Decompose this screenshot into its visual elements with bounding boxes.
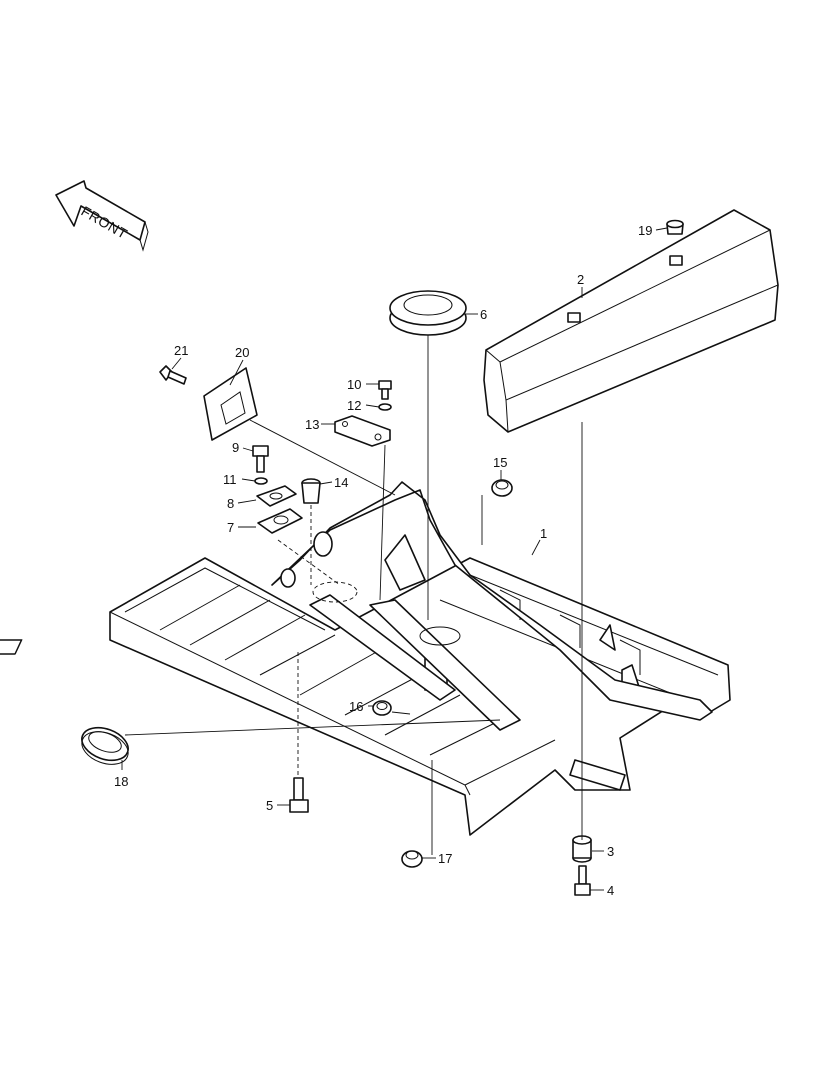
bushing-17 xyxy=(401,850,423,868)
callout-8: 8 xyxy=(227,496,234,511)
bracket-13 xyxy=(334,415,391,447)
bolt-9 xyxy=(252,445,269,473)
boom-bracket xyxy=(271,481,713,731)
bushing-15 xyxy=(491,479,513,497)
counterweight xyxy=(483,209,779,433)
washer-11 xyxy=(254,477,268,485)
callout-6: 6 xyxy=(480,307,487,322)
callout-5: 5 xyxy=(266,798,273,813)
callout-20: 20 xyxy=(235,345,249,360)
mount-outline xyxy=(312,581,358,603)
grommet-18 xyxy=(81,726,129,765)
callout-15: 15 xyxy=(493,455,507,470)
callout-numbers: 1 2 3 4 5 6 7 8 9 10 11 12 13 14 15 16 1… xyxy=(114,223,652,898)
leader-lines xyxy=(124,335,583,855)
callout-1: 1 xyxy=(540,526,547,541)
bolt-10 xyxy=(378,380,392,400)
cover-disc xyxy=(389,290,467,336)
callout-17: 17 xyxy=(438,851,452,866)
flange-8 xyxy=(256,485,297,507)
callout-19: 19 xyxy=(638,223,652,238)
callout-10: 10 xyxy=(347,377,361,392)
washer-12 xyxy=(378,403,392,411)
callout-11: 11 xyxy=(223,472,237,487)
bolt-21 xyxy=(159,365,187,385)
callout-leaders xyxy=(121,227,668,891)
spacer-3 xyxy=(572,835,592,863)
assembly-line-flange xyxy=(277,539,341,586)
plug-19 xyxy=(666,219,684,235)
callout-12: 12 xyxy=(347,398,361,413)
callout-16: 16 xyxy=(349,699,363,714)
callout-2: 2 xyxy=(577,272,584,287)
bushing-16 xyxy=(372,700,392,716)
callout-18: 18 xyxy=(114,774,128,789)
flange-7 xyxy=(257,508,303,534)
front-direction-arrow: FRONT xyxy=(55,180,149,252)
bolt-5 xyxy=(289,777,309,813)
callout-4: 4 xyxy=(607,883,614,898)
callout-14: 14 xyxy=(334,475,348,490)
bolt-4 xyxy=(574,865,591,896)
plate-20 xyxy=(203,367,258,441)
callout-7: 7 xyxy=(227,520,234,535)
callout-13: 13 xyxy=(305,417,319,432)
pin-14 xyxy=(301,478,321,504)
callout-9: 9 xyxy=(232,440,239,455)
callout-21: 21 xyxy=(174,343,188,358)
callout-3: 3 xyxy=(607,844,614,859)
